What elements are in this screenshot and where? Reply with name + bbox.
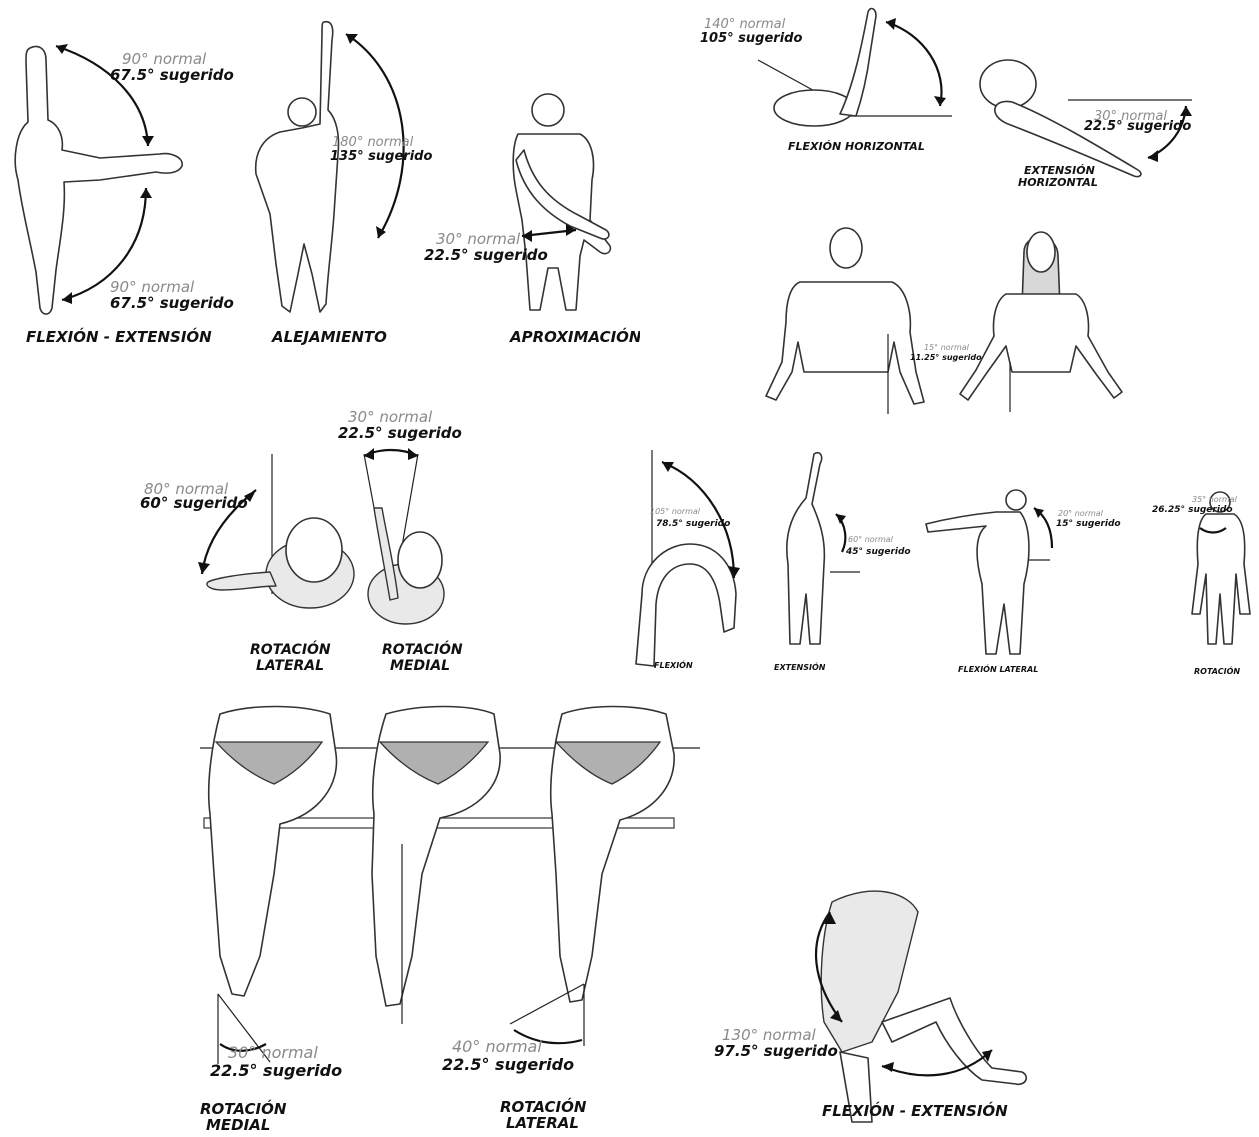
suggested-label: 105° sugerido [700, 31, 802, 46]
panel-trunk: 105° normal 78.5° sugerido FLEXIÓN 60° n… [620, 444, 1259, 682]
suggested-label: 135° sugerido [330, 149, 432, 164]
medial-caption-line1: ROTACIÓN [382, 640, 463, 658]
reference-line [758, 60, 820, 94]
lateral-flexion-suggested-label: 15° sugerido [1056, 519, 1121, 529]
female-figure-body [960, 294, 1122, 400]
medial-suggested-label: 22.5° sugerido [338, 424, 462, 442]
figure-head [288, 98, 316, 126]
normal-label: 180° normal [332, 135, 414, 150]
medial-caption-line2: MEDIAL [390, 658, 450, 674]
right-suggested-label: 22.5° sugerido [442, 1055, 574, 1074]
raised-arm [840, 9, 876, 116]
male-figure-head [830, 228, 862, 268]
panel-elbow-carrying-angle: 15° normal 11.25° sugerido [760, 222, 1150, 416]
flexion-caption: FLEXIÓN [654, 659, 693, 670]
shoulder-rotation-illustration: 80° normal 60° sugerido 30° normal 22.5°… [130, 404, 470, 678]
horizontal-flexion-arc [886, 22, 942, 106]
normal-label: 15° normal [924, 343, 970, 352]
extension-caption: EXTENSIÓN [774, 661, 826, 672]
horizontal-flexion-illustration: 140° normal 105° sugerido FLEXIÓN HORIZO… [690, 4, 970, 156]
male-figure-body [766, 282, 924, 404]
rotation-figure [1192, 514, 1250, 644]
caption: FLEXIÓN - EXTENSIÓN [26, 327, 212, 346]
suggested-label: 97.5° sugerido [714, 1042, 838, 1060]
panel-shoulder-rotation: 80° normal 60° sugerido 30° normal 22.5°… [130, 404, 470, 678]
extension-suggested-label: 45° sugerido [845, 547, 911, 557]
lateral-caption-line2: LATERAL [256, 658, 324, 674]
caption-line2: HORIZONTAL [1018, 176, 1098, 189]
lateral-flexion-head [1006, 490, 1026, 510]
lateral-caption-line1: ROTACIÓN [250, 640, 331, 658]
hip-rotation-illustration: 30° normal 22.5° sugerido ROTACIÓN MEDIA… [190, 694, 710, 1137]
left-suggested-label: 22.5° sugerido [210, 1061, 342, 1080]
caption: FLEXIÓN - EXTENSIÓN [822, 1101, 1008, 1120]
shoulder-flexion-extension-illustration: 90° normal 67.5° sugerido 90° normal 67.… [0, 40, 240, 350]
lateral-flexion-caption: FLEXIÓN LATERAL [958, 663, 1038, 674]
lateral-flexion-figure [926, 512, 1029, 654]
flexion-suggested-label: 78.5° sugerido [656, 519, 730, 529]
figure-body [256, 22, 339, 312]
lateral-suggested-label: 60° sugerido [140, 494, 248, 512]
panel-knee-flexion-extension: 130° normal 97.5° sugerido FLEXIÓN - EXT… [712, 872, 1052, 1124]
rotation-normal-label: 35° normal [1192, 495, 1238, 504]
figure-head [532, 94, 564, 126]
shoulder-abduction-illustration: 180° normal 135° sugerido ALEJAMIENTO [240, 14, 440, 350]
panel-hip-rotation: 30° normal 22.5° sugerido ROTACIÓN MEDIA… [190, 694, 710, 1137]
elbow-carrying-angle-illustration: 15° normal 11.25° sugerido [760, 222, 1150, 416]
flexion-normal-label: 105° normal [650, 507, 701, 516]
flexion-figure [636, 544, 736, 666]
shoulder-adduction-illustration: 30° normal 22.5° sugerido APROXIMACIÓN [420, 80, 640, 350]
top-suggested-label: 67.5° sugerido [110, 66, 234, 84]
caption: APROXIMACIÓN [509, 327, 640, 346]
lateral-forearm [207, 572, 276, 590]
lateral-head [286, 518, 342, 582]
panel-shoulder-abduction: 180° normal 135° sugerido ALEJAMIENTO [240, 14, 440, 350]
normal-label: 140° normal [704, 17, 786, 32]
suggested-label: 22.5° sugerido [1084, 119, 1191, 134]
suggested-label: 22.5° sugerido [424, 246, 548, 264]
right-foot-line [510, 984, 584, 1024]
rotation-caption: ROTACIÓN [1194, 665, 1240, 676]
caption: ALEJAMIENTO [271, 328, 387, 346]
lateral-flexion-normal-label: 20° normal [1058, 509, 1104, 518]
panel-shoulder-flexion-extension: 90° normal 67.5° sugerido 90° normal 67.… [0, 40, 240, 350]
horizontal-extension-illustration: 30° normal 22.5° sugerido EXTENSIÓN HORI… [968, 50, 1198, 192]
trunk-illustration: 105° normal 78.5° sugerido FLEXIÓN 60° n… [620, 444, 1259, 682]
right-normal-label: 40° normal [452, 1037, 542, 1056]
figure-body [15, 47, 182, 315]
caption: FLEXIÓN HORIZONTAL [788, 140, 925, 153]
suggested-label: 11.25° sugerido [910, 353, 982, 362]
left-caption-line2: MEDIAL [206, 1116, 270, 1134]
panel-shoulder-adduction: 30° normal 22.5° sugerido APROXIMACIÓN [420, 80, 640, 350]
rotation-suggested-label: 26.25° sugerido [1152, 505, 1233, 515]
female-figure-head [1027, 232, 1055, 272]
right-caption-line2: LATERAL [506, 1114, 579, 1132]
knee-flexion-extension-illustration: 130° normal 97.5° sugerido FLEXIÓN - EXT… [712, 872, 1052, 1124]
panel-horizontal-flexion: 140° normal 105° sugerido FLEXIÓN HORIZO… [690, 4, 970, 156]
left-normal-label: 30° normal [228, 1043, 318, 1062]
extension-figure [787, 453, 825, 644]
extension-normal-label: 60° normal [848, 535, 894, 544]
panel-horizontal-extension: 30° normal 22.5° sugerido EXTENSIÓN HORI… [968, 50, 1198, 192]
medial-head [398, 532, 442, 588]
bottom-suggested-label: 67.5° sugerido [110, 294, 234, 312]
